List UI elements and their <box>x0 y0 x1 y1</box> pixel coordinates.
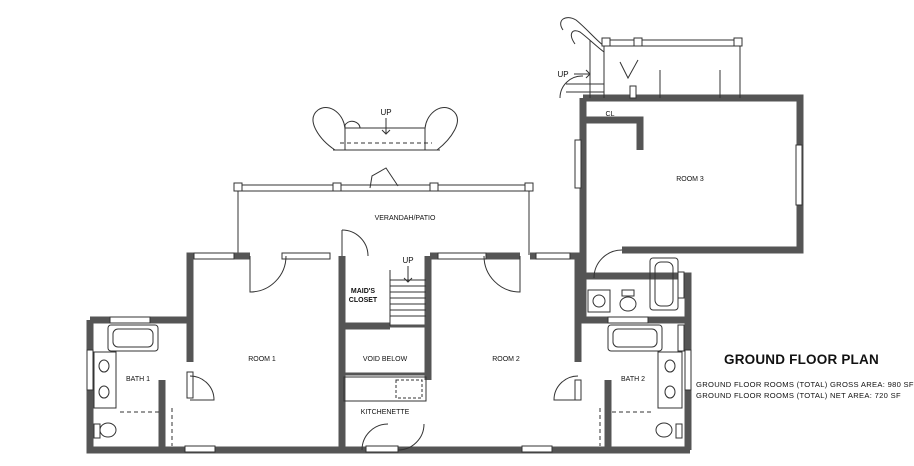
label-up-top: UP <box>380 108 391 117</box>
label-maids-line2: CLOSET <box>349 297 378 304</box>
label-kitchenette: KITCHENETTE <box>361 409 410 416</box>
label-bath1: BATH 1 <box>126 376 150 383</box>
kitchenette-counter <box>343 376 427 402</box>
room3-stair <box>560 17 743 99</box>
windows <box>86 139 803 453</box>
plan-title: GROUND FLOOR PLAN <box>724 352 879 367</box>
gross-area-text: GROUND FLOOR ROOMS (TOTAL) GROSS AREA: 9… <box>696 380 914 389</box>
label-room1: ROOM 1 <box>248 356 276 363</box>
interior-stair <box>389 266 426 326</box>
plan-legend: GROUND FLOOR PLAN GROUND FLOOR ROOMS (TO… <box>696 352 914 400</box>
main-walls <box>86 94 804 454</box>
bath1-fixtures <box>93 324 173 446</box>
label-cl: CL <box>606 111 615 118</box>
bath2-fixtures <box>599 324 683 446</box>
net-area-text: GROUND FLOOR ROOMS (TOTAL) NET AREA: 720… <box>696 391 901 400</box>
entry-stair <box>312 107 458 151</box>
label-bath2: BATH 2 <box>621 376 645 383</box>
verandah-rail <box>233 167 534 255</box>
doors <box>189 59 639 451</box>
label-room2: ROOM 2 <box>492 356 520 363</box>
label-up-stair: UP <box>402 256 413 265</box>
label-void-below: VOID BELOW <box>363 356 408 363</box>
label-room3: ROOM 3 <box>676 176 704 183</box>
label-verandah: VERANDAH/PATIO <box>375 215 436 222</box>
label-up-room3: UP <box>557 70 568 79</box>
label-maids-line1: MAID'S <box>351 288 376 295</box>
room3-bath-fixtures <box>587 257 679 313</box>
